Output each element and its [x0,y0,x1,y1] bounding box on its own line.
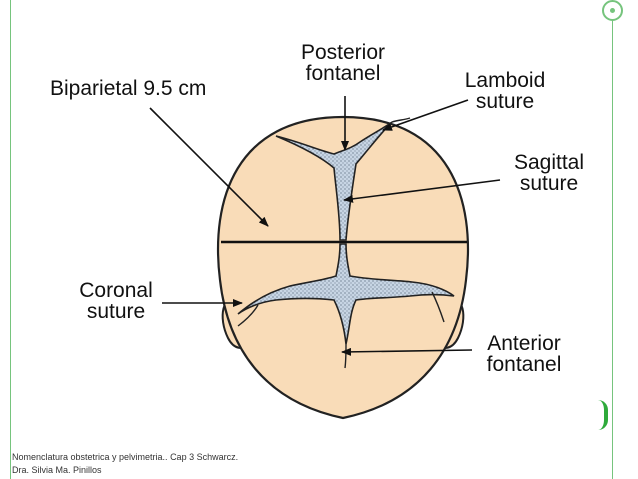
label-coronal-suture-line1: Coronal [79,279,153,302]
footer-citation: Nomenclatura obstetrica y pelvimetria.. … [12,451,238,477]
slide-side-mark [598,400,608,430]
coronal-crack-right [431,291,445,323]
slide-frame-left [10,0,11,479]
corner-ornament-icon [602,0,623,21]
label-coronal-suture-line2: suture [86,300,146,323]
label-lamboid-suture-line1: Lamboid [464,69,546,92]
label-posterior-fontanel-line2: fontanel [305,62,381,85]
frontal-suture [344,343,347,369]
label-coronal-suture: Coronal suture [68,280,164,322]
label-anterior-fontanel-line2: fontanel [486,353,562,376]
label-lamboid-suture: Lamboid suture [450,70,560,112]
label-sagittal-suture: Sagittal suture [503,152,595,194]
anterior-fontanel-shape [237,243,455,345]
label-lamboid-suture-line2: suture [475,90,535,113]
lambdoid-crack-right [391,117,411,123]
label-sagittal-suture-line1: Sagittal [513,151,585,174]
label-posterior-fontanel: Posterior fontanel [283,42,403,84]
posterior-fontanel-shape [275,121,393,241]
arrow-anterior-fontanel [341,347,473,356]
arrow-biparietal [149,107,269,227]
label-biparietal: Biparietal 9.5 cm [50,77,207,100]
slide-right-band [613,0,638,479]
label-sagittal-suture-line2: suture [519,172,579,195]
arrow-lamboid-suture [382,99,469,131]
footer-line-2: Dra. Silvia Ma. Pinillos [12,465,102,475]
label-anterior-fontanel: Anterior fontanel [472,333,576,375]
slide-frame-right [612,0,613,479]
label-anterior-fontanel-line1: Anterior [487,332,561,355]
coronal-crack-left [237,304,259,327]
label-posterior-fontanel-line1: Posterior [300,41,386,64]
arrow-sagittal-suture [343,179,501,203]
footer-line-1: Nomenclatura obstetrica y pelvimetria.. … [12,452,239,462]
